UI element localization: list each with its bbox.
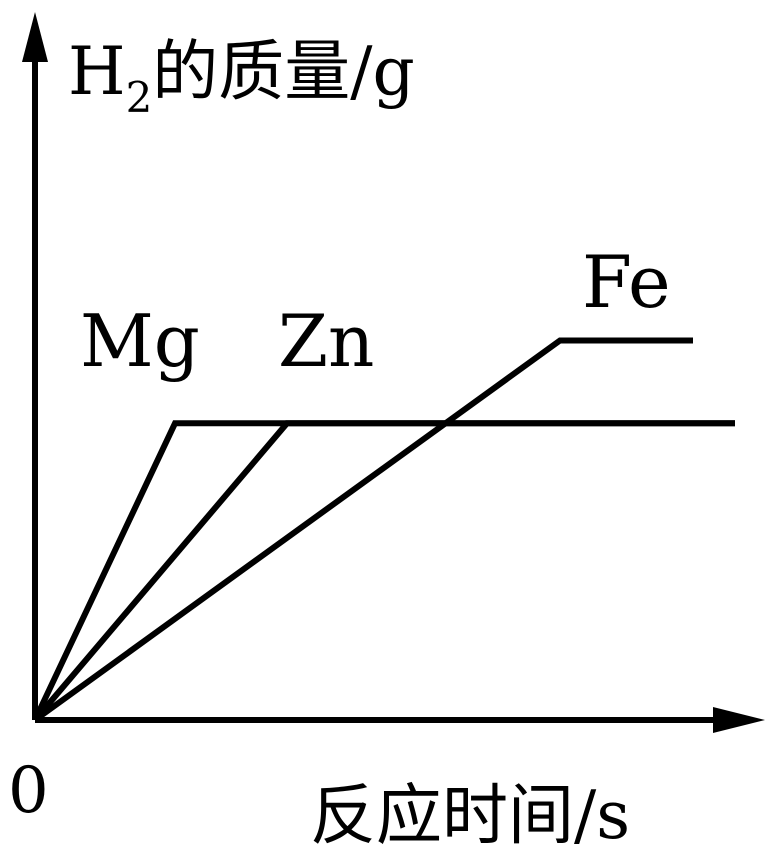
series-label-fe: Fe: [582, 240, 671, 324]
series-line-zn: [32, 420, 735, 722]
origin-label: 0: [8, 754, 49, 828]
y-axis-arrow: [22, 12, 48, 62]
series-line-fe: [33, 337, 693, 723]
x-axis-label: 反应时间/s: [310, 777, 630, 854]
y-axis-label-rest: 的质量/g: [152, 33, 415, 110]
series-label-zn: Zn: [278, 299, 374, 383]
x-axis-arrow: [713, 707, 765, 733]
y-axis-label: H2的质量/g: [68, 33, 415, 122]
y-axis-label-subscript: 2: [126, 73, 153, 122]
series-group: Mg Zn Fe: [32, 240, 735, 723]
series-label-mg: Mg: [80, 299, 200, 383]
y-axis-label-main: H: [68, 33, 126, 110]
